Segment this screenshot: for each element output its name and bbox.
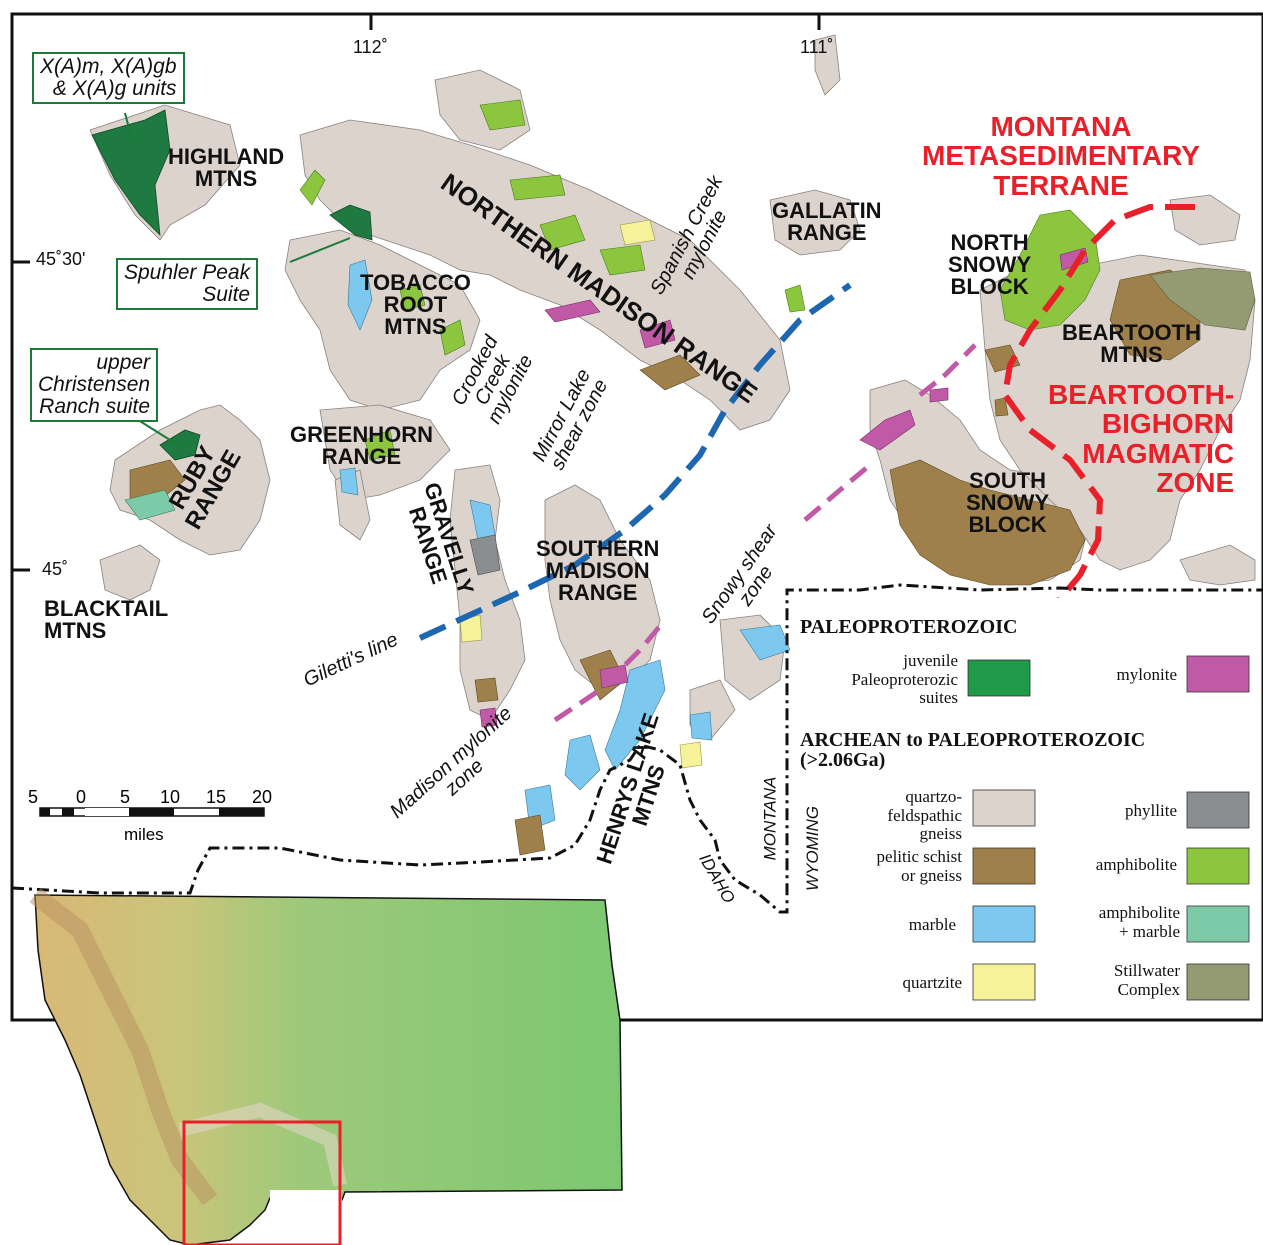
units-callout-line2: & X(A)g units <box>52 77 177 101</box>
swatch-mylonite <box>1186 655 1250 693</box>
montana-state-label: MONTANA <box>760 776 780 861</box>
scale-tick-0: 0 <box>76 787 87 807</box>
lat-4530-label: 45˚30' <box>36 249 86 269</box>
swatch-pelitic <box>972 847 1036 885</box>
lat-45-label: 45˚ <box>42 559 69 579</box>
spuhler-callout-line1: Spuhler Peak <box>124 261 251 284</box>
gneiss-outcrops <box>89 34 1256 741</box>
juvenile-suites <box>91 109 373 461</box>
swatch-phyllite <box>1186 791 1250 829</box>
swatch-quartzite <box>972 963 1036 1001</box>
legend-archean-heading: ARCHEAN to PALEOPROTEROZOIC(>2.06Ga) <box>800 729 1146 771</box>
swatch-amph-marble <box>1186 905 1250 943</box>
terrane-boundary <box>1001 204 1195 607</box>
legend-phyllite-label: phyllite <box>1125 801 1177 820</box>
stillwater-outcrop <box>1149 267 1256 331</box>
legend-quartzite-label: quartzite <box>902 973 962 992</box>
units-callout: X(A)m, X(A)gb & X(A)g units <box>32 52 185 105</box>
giletti-line <box>418 282 852 641</box>
legend-amphibolite-label: amphibolite <box>1095 855 1177 874</box>
marble-outcrops <box>339 259 791 831</box>
scale-tick-20: 20 <box>252 787 273 807</box>
units-callout-line1: X(A)m, X(A)gb <box>40 55 177 78</box>
legend-mylonite-label: mylonite <box>1116 665 1177 684</box>
scale-tick-neg5: 5 <box>28 787 39 807</box>
snowy-shear-zone-line <box>803 463 872 522</box>
christensen-callout-line2: Christensen <box>38 373 151 397</box>
state-boundary <box>11 583 1263 914</box>
legend-amph-marble-label: amphibolite+ marble <box>1098 903 1180 941</box>
inset-locator-box <box>182 1120 342 1245</box>
swatch-gneiss <box>972 789 1036 827</box>
christensen-callout: upper Christensen Ranch suite <box>30 348 159 423</box>
swatch-stillwater <box>1186 963 1250 1001</box>
christensen-callout-line3: Ranch suite <box>39 395 151 419</box>
scale-unit: miles <box>124 825 164 844</box>
lon-112-label: 112˚ <box>353 37 388 57</box>
spuhler-callout-line2: Suite <box>202 283 251 307</box>
montana-inset-map <box>29 887 623 1245</box>
swatch-amphibolite <box>1186 847 1250 885</box>
amph-marble-outcrop <box>124 489 176 521</box>
scale-tick-15: 15 <box>206 787 227 807</box>
christensen-callout-line1: upper <box>96 351 151 374</box>
madison-mylonite-line <box>553 618 667 723</box>
north-snowy-shear-line <box>918 343 977 397</box>
swatch-juvenile-suites <box>967 659 1031 697</box>
scale-bar <box>39 807 265 817</box>
spuhler-callout: Spuhler Peak Suite <box>116 258 259 311</box>
scale-tick-5: 5 <box>120 787 131 807</box>
legend-marble-label: marble <box>908 915 956 934</box>
phyllite-outcrop <box>469 534 501 576</box>
swatch-marble <box>972 905 1036 943</box>
legend-paleo-heading: PALEOPROTEROZOIC <box>800 616 1018 638</box>
lon-111-label: 111˚ <box>800 37 834 57</box>
scale-tick-10: 10 <box>160 787 181 807</box>
amphibolite-outcrops <box>299 99 1101 461</box>
